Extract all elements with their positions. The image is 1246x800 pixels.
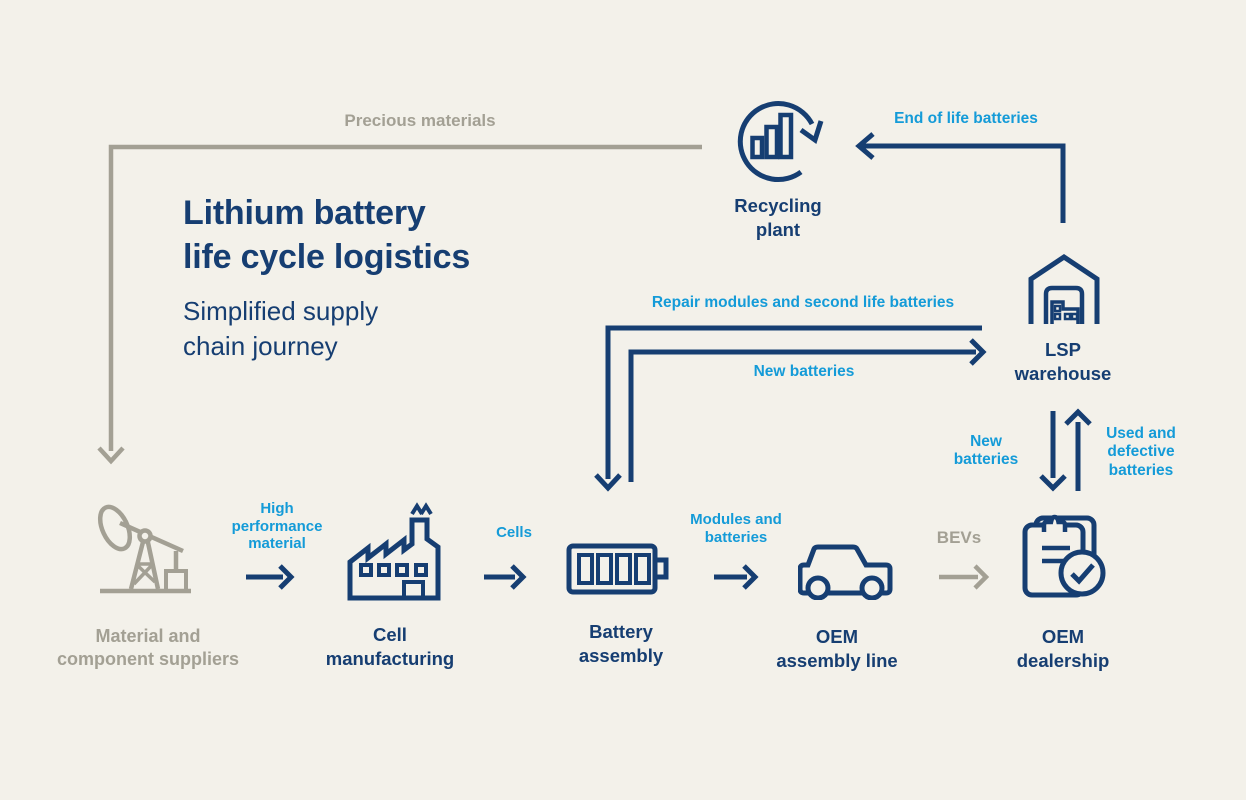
node-label-battery-assembly: Battery assembly (578, 621, 664, 667)
factory-icon (347, 502, 441, 601)
flow-label-precious-materials: Precious materials (344, 111, 496, 130)
battery-icon (566, 543, 669, 595)
flow-label-repair-modules: Repair modules and second life batteries (651, 294, 955, 311)
flow-label-new-batteries-top: New batteries (753, 363, 855, 380)
arrow-new-batteries-down (1039, 411, 1067, 492)
page-subtitle: Simplified supply chain journey (183, 296, 379, 361)
warehouse-icon (1028, 253, 1100, 324)
flow-label-used-defective: Used and defective batteries (1106, 425, 1176, 479)
arrow-end-of-life (855, 132, 1066, 223)
node-label-cell-manufacturing: Cell manufacturing (325, 624, 455, 670)
arrow-repair-modules (594, 325, 982, 492)
flow-label-bevs: BEVs (936, 528, 982, 547)
arrow-modules-batteries (714, 564, 759, 590)
flow-label-end-of-life: End of life batteries (894, 110, 1038, 127)
arrow-bevs (939, 564, 990, 590)
flow-label-new-batteries-side: New batteries (953, 433, 1019, 469)
arrow-cells (484, 564, 527, 590)
page-title: Lithium battery life cycle logistics (183, 194, 471, 276)
node-label-oem-assembly-line: OEM assembly line (776, 626, 898, 672)
flow-label-modules-batteries: Modules and batteries (690, 511, 782, 546)
check-circle-icon (1058, 549, 1106, 597)
clipboard-check-icon (1022, 514, 1106, 598)
node-label-recycling-plant: Recycling plant (734, 195, 822, 241)
node-label-lsp-warehouse: LSP warehouse (1014, 339, 1112, 385)
car-icon (798, 544, 893, 600)
arrow-used-defective-up (1064, 408, 1092, 491)
recycling-plant-icon (737, 101, 824, 183)
node-label-oem-dealership: OEM dealership (1016, 626, 1110, 672)
flow-label-cells: Cells (496, 524, 532, 541)
arrow-high-performance (246, 564, 295, 590)
oil-pump-icon (97, 504, 191, 594)
node-label-suppliers: Material and component suppliers (56, 626, 240, 670)
arrow-precious-materials (97, 144, 702, 465)
arrow-new-batteries-top (628, 338, 987, 482)
check-icon (1070, 563, 1095, 585)
flow-label-high-performance: High performance material (231, 500, 323, 553)
